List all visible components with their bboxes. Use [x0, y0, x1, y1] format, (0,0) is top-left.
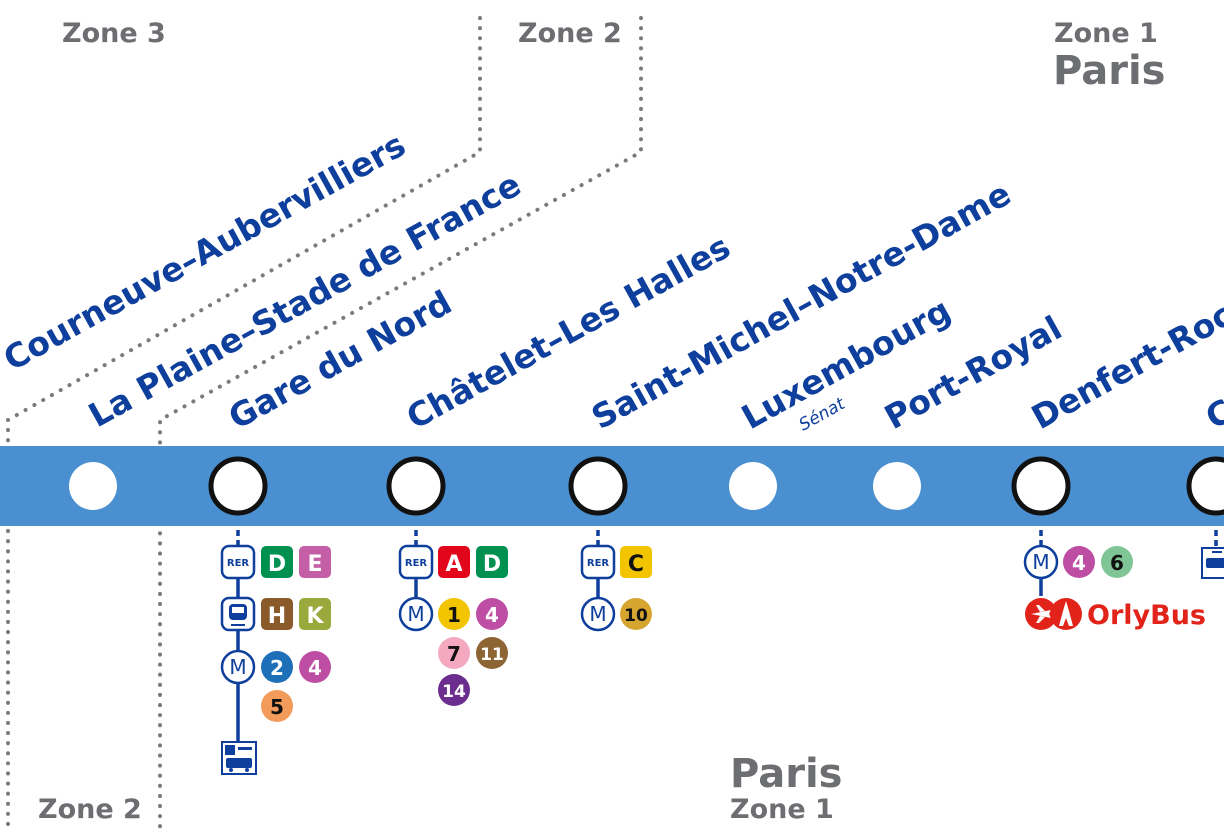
svg-text:RER: RER	[587, 558, 610, 569]
svg-text:M: M	[1032, 550, 1049, 574]
zone-label-top-right: Zone 1	[1054, 18, 1158, 49]
metro-badge-6[interactable]: 6	[1101, 546, 1133, 578]
train-icon	[220, 596, 256, 632]
bus-station-icon	[221, 741, 257, 775]
zone-label-bottom-left: Zone 2	[38, 794, 142, 825]
rer-icon: RER	[220, 544, 256, 580]
svg-text:A: A	[445, 552, 462, 577]
stations	[69, 456, 1224, 516]
rer-badge-d[interactable]: D	[476, 546, 508, 578]
svg-text:10: 10	[624, 606, 648, 626]
connections-chatelet: RER A D M 1 4 7 11	[398, 544, 508, 706]
zone-label-bottom-mid: Zone 1	[730, 794, 834, 825]
svg-text:7: 7	[447, 642, 461, 666]
svg-text:C: C	[628, 552, 644, 577]
city-label-bottom-mid: Paris	[730, 751, 842, 797]
svg-text:M: M	[589, 602, 606, 626]
connections-gare-du-nord: RER D E H K M	[220, 544, 331, 775]
metro-badge-11[interactable]: 11	[476, 637, 508, 669]
svg-text:5: 5	[270, 695, 284, 719]
orlybus-label[interactable]: OrlyBus	[1087, 600, 1206, 631]
svg-text:11: 11	[480, 645, 504, 665]
rer-badge-e[interactable]: E	[299, 546, 331, 578]
metro-badge-1[interactable]: 1	[438, 598, 470, 630]
svg-text:M: M	[229, 655, 246, 679]
metro-badge-14[interactable]: 14	[438, 674, 470, 706]
rer-icon: RER	[398, 544, 434, 580]
svg-text:4: 4	[1072, 551, 1086, 575]
metro-badge-10[interactable]: 10	[620, 598, 652, 630]
svg-text:RER: RER	[227, 558, 250, 569]
svg-text:D: D	[268, 552, 286, 577]
station-dot-saint-michel[interactable]	[568, 456, 628, 516]
svg-text:2: 2	[270, 656, 284, 680]
svg-text:H: H	[268, 604, 286, 629]
metro-badge-4[interactable]: 4	[1063, 546, 1095, 578]
metro-badge-7[interactable]: 7	[438, 637, 470, 669]
metro-badge-5[interactable]: 5	[261, 690, 293, 722]
station-dot-chatelet[interactable]	[386, 456, 446, 516]
zone-label-top-left: Zone 3	[62, 18, 166, 49]
svg-text:14: 14	[442, 682, 466, 702]
zone-3-2-boundary	[6, 16, 482, 832]
svg-text:D: D	[483, 552, 501, 577]
metro-badge-4[interactable]: 4	[476, 598, 508, 630]
rer-badge-d[interactable]: D	[261, 546, 293, 578]
eiffel-icon	[1050, 598, 1082, 630]
city-label-top-right: Paris	[1053, 48, 1165, 94]
zone-label-top-mid: Zone 2	[518, 18, 622, 49]
rer-badge-c[interactable]: C	[620, 546, 652, 578]
metro-badge-4[interactable]: 4	[299, 651, 331, 683]
svg-text:RER: RER	[405, 558, 428, 569]
svg-text:K: K	[306, 604, 324, 629]
transilien-badge-h[interactable]: H	[261, 598, 293, 630]
station-dot-gare-du-nord[interactable]	[208, 456, 268, 516]
metro-icon: M	[220, 649, 256, 685]
svg-text:4: 4	[308, 656, 322, 680]
metro-icon: M	[398, 596, 434, 632]
svg-text:M: M	[407, 602, 424, 626]
metro-icon: M	[580, 596, 616, 632]
connections-saint-michel: RER C M 10	[580, 544, 652, 632]
station-dot-cite-universitaire[interactable]	[1186, 456, 1224, 516]
zone-boundaries	[6, 16, 643, 832]
transilien-badge-k[interactable]: K	[299, 598, 331, 630]
station-dot-denfert[interactable]	[1011, 456, 1071, 516]
station-dot-port-royal[interactable]	[873, 462, 921, 510]
metro-badge-2[interactable]: 2	[261, 651, 293, 683]
station-dot-la-courneuve[interactable]	[69, 462, 117, 510]
zone-2-1-boundary	[158, 16, 643, 832]
connections-denfert: M 4 6 OrlyBus	[1023, 544, 1206, 631]
connector-stems	[236, 530, 1218, 742]
station-dot-luxembourg[interactable]	[729, 462, 777, 510]
rer-icon: RER	[580, 544, 616, 580]
tram-icon	[1201, 547, 1224, 579]
plane-icon	[1025, 598, 1057, 630]
metro-icon: M	[1023, 544, 1059, 580]
rer-badge-a[interactable]: A	[438, 546, 470, 578]
svg-text:6: 6	[1110, 551, 1124, 575]
svg-text:1: 1	[447, 603, 461, 627]
svg-text:4: 4	[485, 603, 499, 627]
station-labels: La Courneuve–Aubervilliers La Plaine–Sta…	[0, 125, 1224, 437]
svg-text:E: E	[307, 552, 322, 577]
